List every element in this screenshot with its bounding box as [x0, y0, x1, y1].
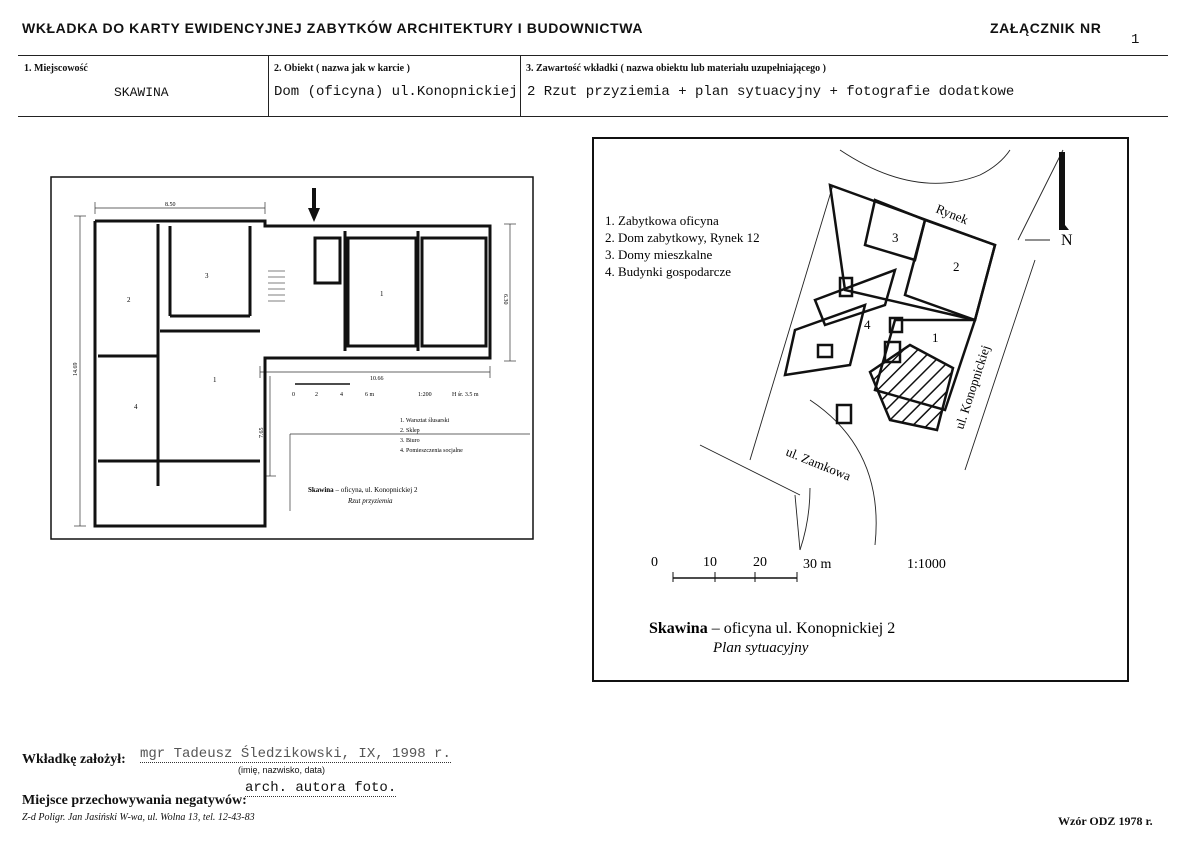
- legend-item: 4. Budynki gospodarcze: [605, 264, 731, 279]
- field-divider: [520, 56, 521, 116]
- field-divider: [268, 56, 269, 116]
- floor-plan-rooms: 2 3 1 1 4: [127, 272, 384, 411]
- building-number: 3: [892, 230, 899, 245]
- legend-item: 3. Domy mieszkalne: [605, 247, 712, 262]
- field-object-value: Dom (oficyna) ul.Konopnickiej: [274, 84, 518, 100]
- floor-plan-scale: 0 2 4 6 m 1:200 H śr. 3.5 m: [292, 383, 479, 398]
- room-number: 1: [380, 290, 384, 298]
- room-number: 2: [127, 296, 131, 304]
- room-number: 1: [213, 376, 217, 384]
- field-locality-label: 1. Miejscowość: [24, 63, 88, 74]
- author-value: mgr Tadeusz Śledzikowski, IX, 1998 r.: [140, 746, 451, 763]
- scale-tick: 30 m: [803, 557, 832, 572]
- site-plan-labels: Rynek N ul. Konopnickiej ul. Zamkowa: [784, 201, 1073, 484]
- dim-label: 10.66: [370, 376, 384, 382]
- negatives-value: arch. autora foto.: [245, 780, 397, 797]
- field-contents-label: 3. Zawartość wkładki ( nazwa obiektu lub…: [526, 63, 827, 74]
- buildings: [783, 183, 997, 425]
- floor-plan-caption: Skawina – oficyna, ul. Konopnickiej 2: [308, 486, 418, 494]
- fields-row: 1. Miejscowość SKAWINA 2. Obiekt ( nazwa…: [18, 55, 1168, 117]
- attachment-label: ZAŁĄCZNIK NR: [990, 20, 1102, 36]
- legend-item: 1. Zabytkowa oficyna: [605, 213, 719, 228]
- scale-tick: 20: [753, 555, 767, 570]
- scale-tick: 4: [340, 392, 343, 398]
- room-number: 4: [134, 403, 138, 411]
- field-object-label: 2. Obiekt ( nazwa jak w karcie ): [274, 63, 410, 74]
- author-hint: (imię, nazwisko, data): [238, 765, 326, 775]
- historic-building-hatched: [868, 343, 955, 432]
- caption-bold: Skawina: [308, 486, 334, 494]
- caption-rest: – oficyna, ul. Konopnickiej 2: [334, 486, 418, 494]
- floor-plan-frame: [50, 176, 534, 540]
- negatives-label: Miejsce przechowywania negatywów:: [22, 793, 247, 808]
- form-title: WKŁADKA DO KARTY EWIDENCYJNEJ ZABYTKÓW A…: [22, 20, 644, 36]
- form-template: Wzór ODZ 1978 r.: [1058, 814, 1153, 828]
- north-arrow-small: [308, 188, 320, 222]
- field-locality-value: SKAWINA: [114, 85, 169, 100]
- scale-tick: 0: [651, 555, 658, 570]
- street-label-zamkowa: ul. Zamkowa: [784, 444, 853, 484]
- author-label: Wkładkę założył:: [22, 752, 126, 767]
- street-label-konopnickiej: ul. Konopnickiej: [952, 343, 993, 431]
- site-plan-drawing: 1. Zabytkowa oficyna 2. Dom zabytkowy, R…: [592, 137, 1129, 682]
- floor-plan-drawing: 2 3 1 1 4 8.50 14.69 6.30 10.66 7.65 0 2…: [50, 176, 534, 540]
- site-plan-subcaption: Plan sytuacyjny: [712, 640, 809, 656]
- scale-ratio: 1:1000: [907, 557, 946, 572]
- legend-item: 1. Warsztat ślusarski: [400, 418, 450, 424]
- caption-bold: Skawina: [649, 620, 708, 637]
- site-plan-frame: [592, 137, 1129, 682]
- scale-ratio: 1:200: [418, 392, 432, 398]
- north-label: N: [1061, 232, 1073, 249]
- legend-item: 4. Pomieszczenia socjalne: [400, 448, 463, 454]
- site-plan-scale: 0 10 20 30 m 1:1000: [651, 555, 946, 582]
- site-plan-legend: 1. Zabytkowa oficyna 2. Dom zabytkowy, R…: [605, 213, 760, 279]
- room-number: 3: [205, 272, 209, 280]
- dim-label: 7.65: [259, 428, 265, 439]
- scale-tick: 6 m: [365, 392, 375, 398]
- printer-info: Z-d Poligr. Jan Jasiński W-wa, ul. Wolna…: [22, 812, 255, 823]
- dimension-lines: [74, 202, 530, 527]
- legend-item: 2. Sklep: [400, 428, 420, 434]
- building-number: 2: [953, 259, 960, 274]
- site-plan-numbers: 1 2 3 4: [864, 230, 960, 345]
- attachment-number: 1: [1131, 32, 1140, 48]
- field-contents-value: 2 Rzut przyziemia + plan sytuacyjny + fo…: [527, 84, 1015, 100]
- site-plan-caption: Skawina – oficyna ul. Konopnickiej 2: [649, 620, 895, 637]
- legend-item: 2. Dom zabytkowy, Rynek 12: [605, 230, 760, 245]
- walls: [93, 219, 492, 528]
- dim-label: 14.69: [73, 363, 79, 377]
- north-arrow: [1059, 152, 1069, 230]
- scale-tick: 10: [703, 555, 717, 570]
- floor-plan-subcaption: Rzut przyziemia: [347, 497, 393, 505]
- scale-tick: 0: [292, 392, 295, 398]
- caption-rest: – oficyna ul. Konopnickiej 2: [708, 620, 896, 637]
- dim-label: 6.30: [502, 294, 508, 305]
- dim-label: 8.50: [165, 202, 176, 208]
- floor-plan-legend: 1. Warsztat ślusarski 2. Sklep 3. Biuro …: [400, 418, 463, 454]
- building-number: 1: [932, 330, 939, 345]
- streets: [699, 149, 1064, 551]
- height-note: H śr. 3.5 m: [452, 392, 479, 398]
- scale-tick: 2: [315, 392, 318, 398]
- legend-item: 3. Biuro: [400, 438, 420, 444]
- floor-plan-dims: 8.50 14.69 6.30 10.66 7.65: [73, 202, 508, 438]
- building-number: 4: [864, 317, 871, 332]
- stairs: [268, 270, 285, 302]
